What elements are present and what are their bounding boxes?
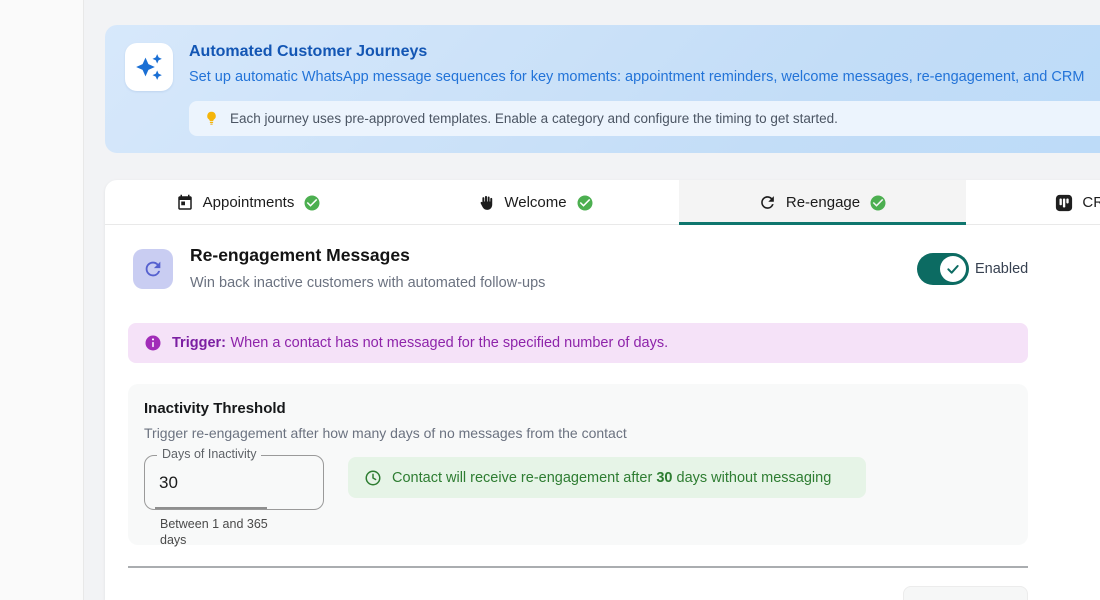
check-circle-icon (303, 194, 321, 212)
tab-crm[interactable]: CRM (966, 180, 1100, 225)
sparkles-icon (135, 53, 163, 81)
save-button-partial[interactable] (903, 586, 1028, 600)
days-of-inactivity-field: Days of Inactivity (144, 447, 324, 510)
tab-appointments[interactable]: Appointments (105, 180, 392, 225)
wave-icon (477, 194, 495, 212)
tab-label: Appointments (202, 194, 295, 211)
info-icon (144, 334, 162, 352)
banner-tip: Each journey uses pre-approved templates… (189, 101, 1100, 136)
tab-re-engage[interactable]: Re-engage (679, 180, 966, 225)
trigger-banner: Trigger: When a contact has not messaged… (128, 323, 1028, 363)
journeys-card: Appointments Welcome Re-engage (105, 180, 1100, 600)
notice-days-value: 30 (656, 469, 673, 486)
re-engagement-notice: Contact will receive re-engagement after… (348, 457, 866, 498)
field-helper-text: Between 1 and 365 days (160, 517, 268, 548)
left-sidebar-strip (0, 0, 84, 600)
tab-label: Welcome (504, 194, 567, 211)
calendar-icon (176, 194, 194, 212)
banner-subtitle: Set up automatic WhatsApp message sequen… (189, 69, 1085, 85)
field-underline (155, 507, 267, 509)
automated-journeys-banner: Automated Customer Journeys Set up autom… (105, 25, 1100, 153)
refresh-icon (142, 258, 164, 280)
section-icon-box (133, 249, 173, 289)
section-title: Re-engagement Messages (190, 245, 410, 265)
check-circle-icon (576, 194, 594, 212)
enabled-toggle[interactable] (917, 253, 969, 285)
toggle-knob (940, 256, 966, 282)
lightbulb-icon (203, 110, 220, 127)
panel-description: Trigger re-engagement after how many day… (144, 425, 627, 441)
banner-tip-text: Each journey uses pre-approved templates… (230, 111, 838, 126)
check-circle-icon (869, 194, 887, 212)
section-subtitle: Win back inactive customers with automat… (190, 275, 546, 291)
trigger-label: Trigger: (172, 335, 226, 351)
notice-text: Contact will receive re-engagement after… (392, 469, 832, 486)
toggle-label: Enabled (975, 261, 1029, 277)
days-of-inactivity-input[interactable] (159, 456, 299, 509)
kanban-icon (1055, 194, 1073, 212)
banner-icon-box (125, 43, 173, 91)
trigger-text: When a contact has not messaged for the … (230, 335, 669, 351)
banner-title: Automated Customer Journeys (189, 43, 428, 60)
tab-label: Re-engage (785, 194, 861, 211)
tab-welcome[interactable]: Welcome (392, 180, 679, 225)
refresh-icon (758, 193, 777, 212)
section-divider (128, 566, 1028, 568)
journey-tabbar: Appointments Welcome Re-engage (105, 180, 1100, 225)
inactivity-threshold-panel: Inactivity Threshold Trigger re-engageme… (128, 384, 1028, 547)
tab-label: CRM (1082, 194, 1100, 211)
clock-icon (364, 469, 382, 487)
panel-title: Inactivity Threshold (144, 400, 286, 417)
